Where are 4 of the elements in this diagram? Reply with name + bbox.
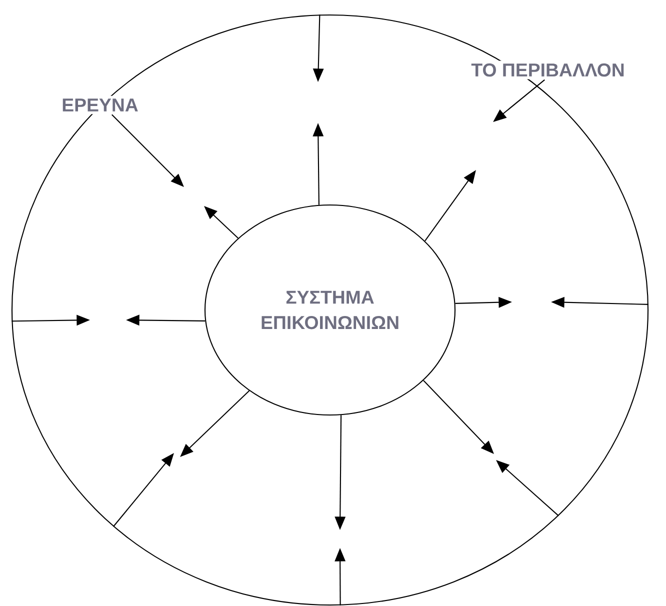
text-label: ΕΡΕΥΝΑ <box>58 96 142 114</box>
arrow <box>112 114 184 187</box>
text-label: ΤΟ ΠΕΡΙΒΑΛΛΟΝ <box>468 60 628 80</box>
outer-circle <box>11 14 649 606</box>
